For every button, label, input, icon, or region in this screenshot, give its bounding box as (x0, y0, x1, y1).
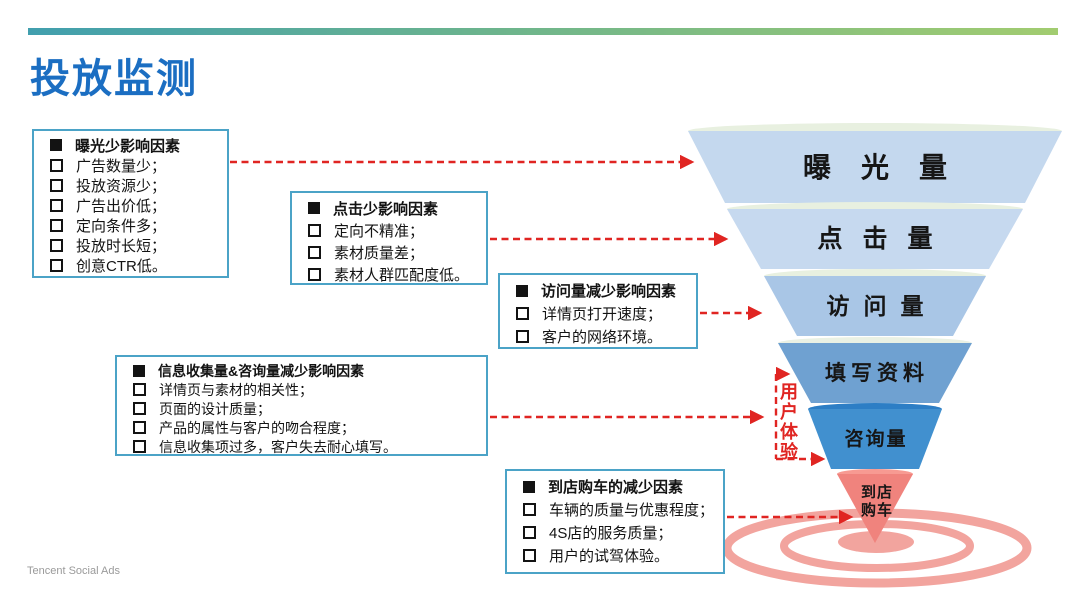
bullet-hollow-icon (308, 223, 321, 237)
bullet-hollow-icon (50, 258, 63, 272)
factor-item: 车辆的质量与优惠程度； (517, 498, 717, 521)
bullet-hollow-icon (50, 218, 63, 232)
factor-box-form-consult: 信息收集量&咨询量减少影响因素 详情页与素材的相关性； 页面的设计质量； 产品的… (115, 355, 488, 456)
factor-box-header: 到店购车的减少因素 (548, 479, 684, 496)
factor-item-text: 详情页与素材的相关性； (159, 381, 313, 398)
user-experience-label: 用户体验 (778, 382, 798, 462)
factor-box-header-row: 点击少影响因素 (302, 197, 480, 219)
bullet-hollow-icon (133, 383, 146, 396)
factor-box-header-row: 信息收集量&咨询量减少影响因素 (127, 361, 480, 380)
factor-item: 信息收集项过多，客户失去耐心填写。 (127, 437, 480, 456)
bullet-filled-icon (308, 202, 320, 214)
factor-box-header-row: 曝光少影响因素 (44, 135, 221, 155)
footer-brand: Tencent Social Ads (27, 565, 120, 577)
ripple-center (838, 531, 914, 553)
funnel-label-form: 填写资料 (825, 362, 929, 385)
bullet-hollow-icon (133, 402, 146, 415)
funnel-stage-purchase (837, 474, 913, 543)
funnel-label-clicks: 点击量 (817, 225, 952, 253)
top-accent-bar (28, 28, 1058, 35)
factor-item-text: 广告数量少； (76, 157, 167, 175)
factor-box-visits: 访问量减少影响因素 详情页打开速度； 客户的网络环境。 (498, 273, 698, 349)
factor-item-text: 车辆的质量与优惠程度； (549, 502, 715, 519)
funnel-label-visits: 访问量 (827, 293, 938, 319)
bullet-filled-icon (523, 480, 535, 493)
factor-item: 广告出价低； (44, 195, 221, 215)
bullet-hollow-icon (308, 245, 321, 259)
factor-item-text: 信息收集项过多，客户失去耐心填写。 (159, 438, 397, 455)
factor-item-text: 素材质量差； (334, 244, 425, 262)
bullet-hollow-icon (523, 549, 536, 562)
factor-box-header: 曝光少影响因素 (75, 137, 181, 155)
bullet-hollow-icon (50, 178, 63, 192)
bullet-hollow-icon (516, 330, 529, 343)
funnel-stage-visits (764, 276, 986, 336)
factor-item-text: 用户的试驾体验。 (549, 548, 670, 565)
factor-item: 定向不精准； (302, 219, 480, 241)
factor-item: 4S店的服务质量； (517, 521, 717, 544)
factor-box-header: 访问量减少影响因素 (541, 283, 677, 300)
factor-item-text: 定向条件多； (76, 217, 167, 235)
bullet-hollow-icon (523, 526, 536, 539)
factor-box-purchase: 到店购车的减少因素 车辆的质量与优惠程度； 4S店的服务质量； 用户的试驾体验。 (505, 469, 725, 574)
factor-item: 产品的属性与客户的吻合程度； (127, 418, 480, 437)
bullet-hollow-icon (308, 267, 321, 281)
factor-item-text: 详情页打开速度； (542, 306, 663, 323)
bullet-hollow-icon (133, 440, 146, 453)
factor-box-exposure: 曝光少影响因素 广告数量少； 投放资源少； 广告出价低； 定向条件多； 投放时长… (32, 129, 229, 278)
funnel-stage-form (778, 343, 972, 403)
funnel-label-consult: 咨询量 (844, 427, 907, 450)
factor-item: 用户的试驾体验。 (517, 544, 717, 567)
factor-item-text: 广告出价低； (76, 197, 167, 215)
factor-item-text: 定向不精准； (334, 222, 425, 240)
bullet-hollow-icon (50, 158, 63, 172)
factor-item: 广告数量少； (44, 155, 221, 175)
factor-box-header: 信息收集量&咨询量减少影响因素 (158, 362, 365, 379)
funnel-label-exposure: 曝光量 (803, 152, 977, 183)
bullet-hollow-icon (523, 503, 536, 516)
factor-item-text: 创意CTR低。 (76, 257, 167, 275)
funnel-stage-consult (808, 409, 942, 469)
factor-box-header-row: 到店购车的减少因素 (517, 475, 717, 498)
factor-item-text: 投放资源少； (76, 177, 167, 195)
factor-item: 详情页打开速度； (510, 302, 690, 325)
factor-item: 创意CTR低。 (44, 255, 221, 275)
factor-item-text: 投放时长短； (76, 237, 167, 255)
bullet-hollow-icon (50, 238, 63, 252)
bullet-hollow-icon (133, 421, 146, 434)
bullet-filled-icon (516, 284, 528, 297)
factor-item-text: 素材人群匹配度低。 (334, 266, 470, 284)
bullet-filled-icon (50, 139, 62, 151)
factor-item: 页面的设计质量； (127, 399, 480, 418)
funnel-label-purchase-line2: 购车 (861, 501, 893, 519)
bullet-hollow-icon (50, 198, 63, 212)
factor-item: 详情页与素材的相关性； (127, 380, 480, 399)
funnel-stage-clicks (727, 209, 1023, 269)
page-title: 投放监测 (30, 57, 198, 101)
bullet-hollow-icon (516, 307, 529, 320)
factor-item: 素材人群匹配度低。 (302, 263, 480, 285)
bullet-filled-icon (133, 364, 145, 377)
factor-item: 客户的网络环境。 (510, 325, 690, 348)
factor-box-clicks: 点击少影响因素 定向不精准； 素材质量差； 素材人群匹配度低。 (290, 191, 488, 285)
funnel-stage-exposure (688, 131, 1062, 203)
factor-item-text: 产品的属性与客户的吻合程度； (159, 419, 355, 436)
factor-item-text: 4S店的服务质量； (549, 525, 673, 542)
factor-box-header: 点击少影响因素 (333, 200, 439, 218)
factor-item: 投放时长短； (44, 235, 221, 255)
factor-item: 定向条件多； (44, 215, 221, 235)
factor-item: 素材质量差； (302, 241, 480, 263)
funnel-label-purchase-line1: 到店 (861, 483, 893, 501)
factor-box-header-row: 访问量减少影响因素 (510, 279, 690, 302)
factor-item-text: 页面的设计质量； (159, 400, 271, 417)
factor-item: 投放资源少； (44, 175, 221, 195)
factor-item-text: 客户的网络环境。 (542, 329, 663, 346)
